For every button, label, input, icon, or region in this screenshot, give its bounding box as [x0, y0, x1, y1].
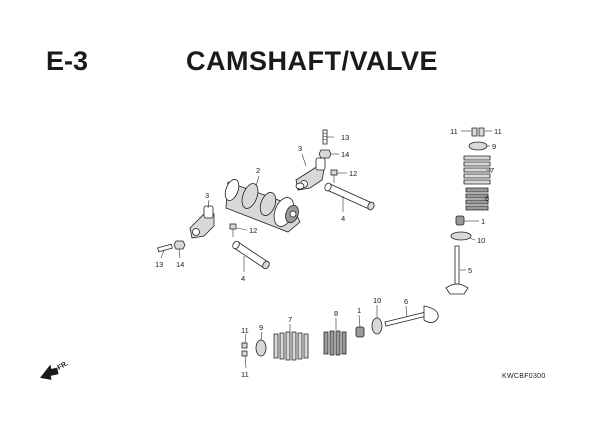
bolt-upper-part: [330, 169, 338, 183]
callout-3: 3: [298, 144, 302, 153]
lock-nut-upper-part: [318, 149, 332, 159]
callout-2: 2: [256, 166, 260, 175]
callout-7: 7: [490, 166, 494, 175]
callout-9: 9: [492, 142, 496, 151]
callout-7: 7: [288, 315, 292, 324]
outer-spring-lower-part: [273, 331, 309, 361]
camshaft-part: [224, 179, 301, 233]
callout-13: 13: [155, 260, 163, 269]
callout-1: 1: [481, 217, 485, 226]
outer-spring-upper-part: [463, 155, 491, 185]
callout-8: 8: [334, 309, 338, 318]
spring-seat-lower-part: [371, 317, 383, 335]
bolt-lower-part: [229, 223, 237, 237]
callout-11: 11: [241, 370, 249, 379]
callout-14: 14: [176, 260, 184, 269]
callout-4: 4: [341, 214, 345, 223]
spring-seat-upper-part: [450, 231, 472, 241]
callout-11: 11: [494, 127, 502, 136]
front-direction-label: FR.: [56, 360, 69, 372]
callout-11: 11: [241, 326, 249, 335]
valve-cotter-upper-part: [471, 127, 485, 137]
callout-13: 13: [341, 133, 349, 142]
callout-3: 3: [205, 191, 209, 200]
adjust-screw-lower-part: [157, 243, 173, 253]
valve-lower-part: [384, 305, 439, 327]
callout-11: 11: [450, 127, 458, 136]
valve-upper-part: [445, 245, 469, 295]
callout-12: 12: [349, 169, 357, 178]
valve-cotter-lower-part: [241, 342, 248, 357]
stem-seal-upper-part: [455, 215, 465, 226]
retainer-lower-part: [255, 339, 267, 357]
callout-6: 6: [404, 297, 408, 306]
inner-spring-lower-part: [323, 330, 347, 356]
adjust-screw-upper-part: [322, 129, 328, 145]
leader-lines: [160, 130, 492, 369]
rocker-arm-upper-part: [295, 157, 326, 191]
callout-4: 4: [241, 274, 245, 283]
retainer-upper-part: [468, 141, 488, 151]
callout-12: 12: [249, 226, 257, 235]
drawing-reference-code: KWCBF0300: [502, 373, 546, 380]
callout-numbers: 2 3 13 14 12 4 3 12 4 13 14 11 11 9 7 8 …: [155, 127, 502, 379]
rocker-shaft-lower-part: [232, 240, 270, 270]
section-code: E-3: [46, 46, 89, 76]
callout-8: 8: [485, 194, 489, 203]
page-title: CAMSHAFT/VALVE: [186, 46, 438, 76]
callout-10: 10: [477, 236, 485, 245]
rocker-arm-lower-part: [189, 205, 215, 239]
stem-seal-lower-part: [355, 326, 365, 338]
callout-14: 14: [341, 150, 349, 159]
lock-nut-lower-part: [173, 240, 186, 250]
front-direction-arrow-icon: FR.: [40, 360, 70, 380]
callout-9: 9: [259, 323, 263, 332]
rocker-shaft-upper-part: [324, 182, 375, 211]
callout-10: 10: [373, 296, 381, 305]
callout-5: 5: [468, 266, 472, 275]
callout-1: 1: [357, 306, 361, 315]
